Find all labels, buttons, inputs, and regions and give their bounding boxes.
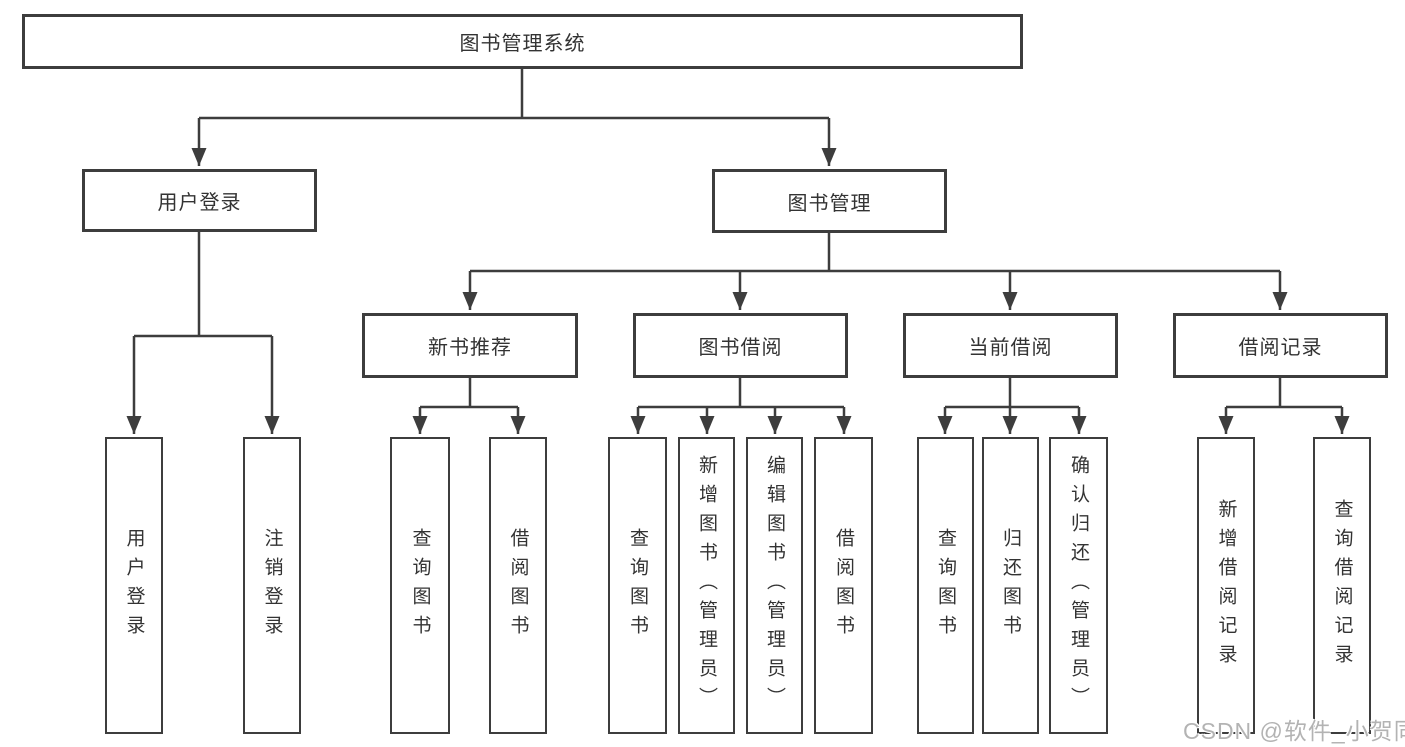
node-book-management: 图书管理	[712, 169, 947, 233]
leaf-borrow-books: 借阅图书	[814, 437, 873, 734]
watermark-text: CSDN @软件_小贺同学	[1183, 718, 1405, 744]
leaf-user-login: 用户登录	[105, 437, 163, 734]
connector-new-rec-trunk	[420, 378, 518, 409]
connector-user-login-trunk	[134, 232, 272, 338]
connector-current-borrow-trunk	[945, 378, 1079, 409]
node-new-book-recommend: 新书推荐	[362, 313, 578, 378]
leaf-borrow-books-recommend: 借阅图书	[489, 437, 547, 734]
leaf-edit-books-admin: 编辑图书（管理员）	[746, 437, 803, 734]
leaf-return-books: 归还图书	[982, 437, 1039, 734]
leaf-add-books-admin: 新增图书（管理员）	[678, 437, 735, 734]
connector-borrow-record-trunk	[1226, 378, 1342, 409]
leaf-logout: 注销登录	[243, 437, 301, 734]
connector-book-mgmt-trunk	[470, 233, 1280, 273]
node-library-system: 图书管理系统	[22, 14, 1023, 69]
node-current-borrowing: 当前借阅	[903, 313, 1118, 378]
leaf-query-books-recommend: 查询图书	[390, 437, 450, 734]
connector-book-borrow-trunk	[638, 378, 844, 409]
node-borrowing-records: 借阅记录	[1173, 313, 1388, 378]
leaf-query-borrow-record: 查询借阅记录	[1313, 437, 1371, 734]
leaf-query-books-current: 查询图书	[917, 437, 974, 734]
node-book-borrowing: 图书借阅	[633, 313, 848, 378]
leaf-add-borrow-record: 新增借阅记录	[1197, 437, 1255, 734]
connector-root-trunk	[199, 69, 829, 120]
leaf-confirm-return-admin: 确认归还（管理员）	[1049, 437, 1108, 734]
leaf-query-books-borrowing: 查询图书	[608, 437, 667, 734]
node-user-login: 用户登录	[82, 169, 317, 232]
